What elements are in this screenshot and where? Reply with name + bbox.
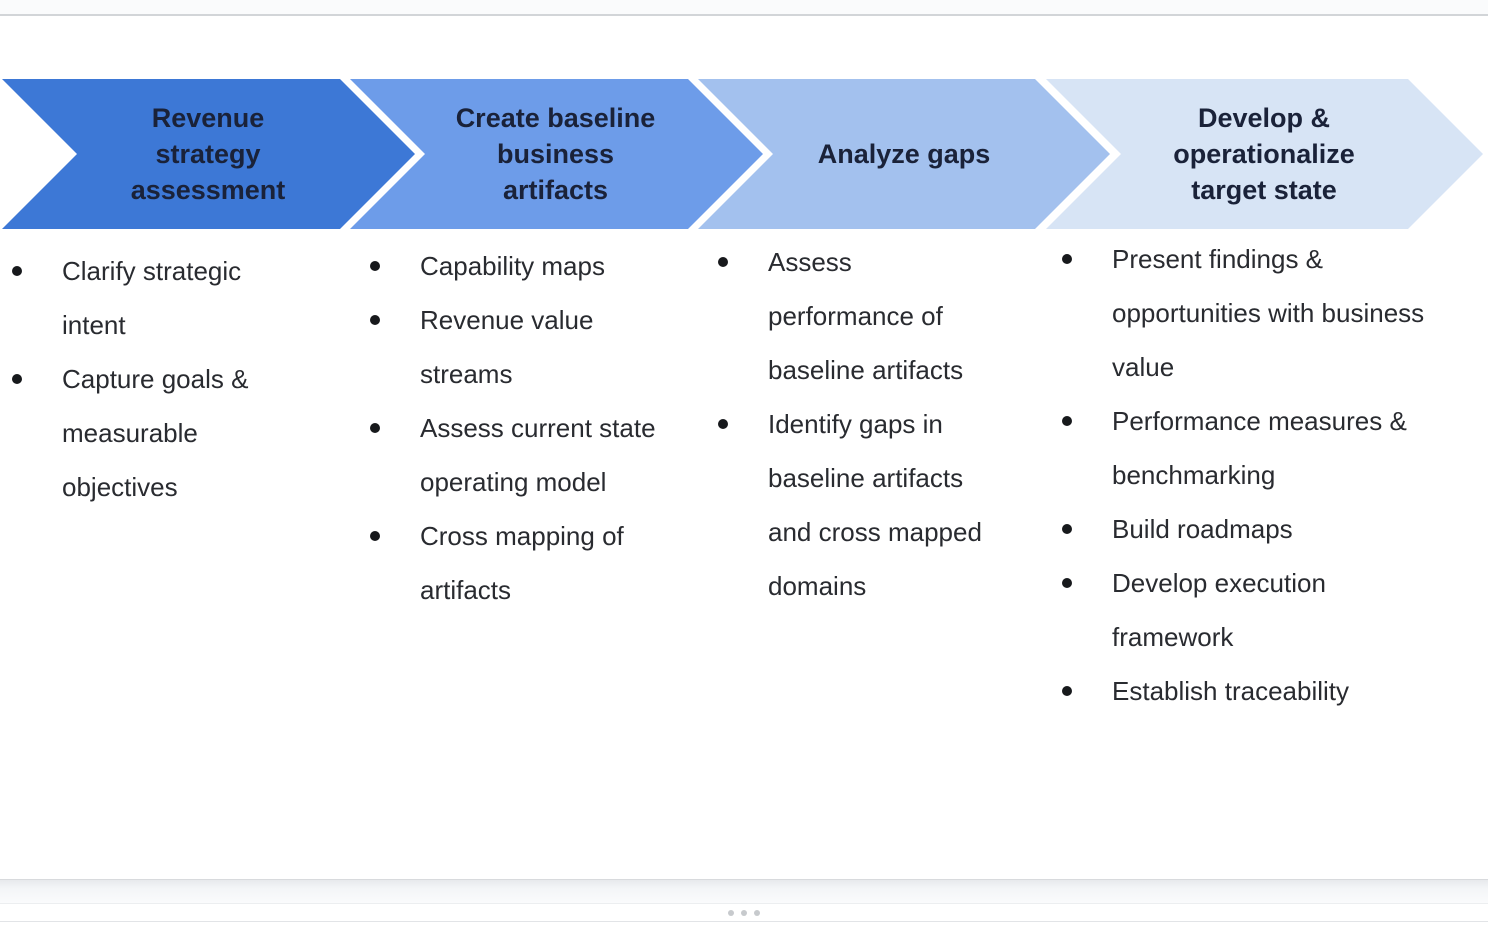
top-chrome-bar — [0, 0, 1488, 16]
stage-arrow-4 — [1046, 79, 1483, 229]
list-item-text: Cross mapping of artifacts — [420, 521, 624, 605]
stage-list-1: Clarify strategic intent Capture goals &… — [12, 244, 342, 514]
list-item: Revenue value streams — [370, 293, 720, 401]
bullet-icon — [1062, 524, 1072, 534]
stage-title-1: Revenue strategy assessment — [130, 103, 286, 205]
stage-arrow-2 — [350, 79, 763, 229]
list-item: Develop execution framework — [1062, 556, 1488, 664]
list-item-text: Clarify strategic intent — [62, 256, 242, 340]
bullet-icon — [718, 419, 728, 429]
list-item: Assess performance of baseline artifacts — [718, 235, 1028, 397]
bottom-handle-row — [0, 903, 1488, 922]
list-item-text: Present findings & opportunities with bu… — [1112, 244, 1425, 382]
list-item: Clarify strategic intent — [12, 244, 342, 352]
list-item: Assess current state operating model — [370, 401, 720, 509]
list-item: Establish traceability — [1062, 664, 1488, 718]
list-item-text: Capability maps — [420, 251, 605, 281]
list-item: Capability maps — [370, 239, 720, 293]
bullet-icon — [370, 423, 380, 433]
list-item-text: Performance measures & benchmarking — [1112, 406, 1407, 490]
list-item-text: Capture goals & measurable objectives — [62, 364, 249, 502]
stage-arrow-1 — [2, 79, 415, 229]
stage-list-3: Assess performance of baseline artifacts… — [718, 235, 1028, 613]
list-item-text: Assess performance of baseline artifacts — [768, 247, 964, 385]
stage-list-4: Present findings & opportunities with bu… — [1062, 232, 1488, 718]
list-item-text: Develop execution framework — [1112, 568, 1326, 652]
bullet-icon — [370, 531, 380, 541]
list-item: Identify gaps in baseline artifacts and … — [718, 397, 1028, 613]
bullet-icon — [1062, 254, 1072, 264]
bullet-icon — [1062, 416, 1072, 426]
list-item-text: Revenue value streams — [420, 305, 594, 389]
bullet-icon — [1062, 686, 1072, 696]
list-item-text: Establish traceability — [1112, 676, 1349, 706]
list-item-text: Assess current state operating model — [420, 413, 656, 497]
list-item: Build roadmaps — [1062, 502, 1488, 556]
stage-arrow-3 — [698, 79, 1110, 229]
bullet-icon — [370, 315, 380, 325]
bottom-chrome-bar — [0, 879, 1488, 903]
stage-list-2: Capability maps Revenue value streams As… — [370, 239, 720, 617]
bullet-icon — [718, 257, 728, 267]
drag-handle-dot — [754, 909, 760, 916]
bullet-icon — [12, 266, 22, 276]
drag-handle-dot — [728, 909, 734, 916]
stage-title-2: Create baseline business artifacts — [455, 103, 656, 205]
process-flow-arrows — [2, 79, 1483, 229]
list-item: Capture goals & measurable objectives — [12, 352, 342, 514]
bullet-icon — [1062, 578, 1072, 588]
list-item: Present findings & opportunities with bu… — [1062, 232, 1488, 394]
bullet-icon — [12, 374, 22, 384]
bullet-icon — [370, 261, 380, 271]
drag-handle-dot — [741, 909, 747, 916]
stage-title-4: Develop & operationalize target state — [1173, 103, 1355, 205]
list-item-text: Identify gaps in baseline artifacts and … — [768, 409, 982, 601]
stage-title-3: Analyze gaps — [817, 139, 991, 169]
list-item: Performance measures & benchmarking — [1062, 394, 1488, 502]
list-item-text: Build roadmaps — [1112, 514, 1293, 544]
drag-handle[interactable] — [728, 909, 760, 916]
list-item: Cross mapping of artifacts — [370, 509, 720, 617]
